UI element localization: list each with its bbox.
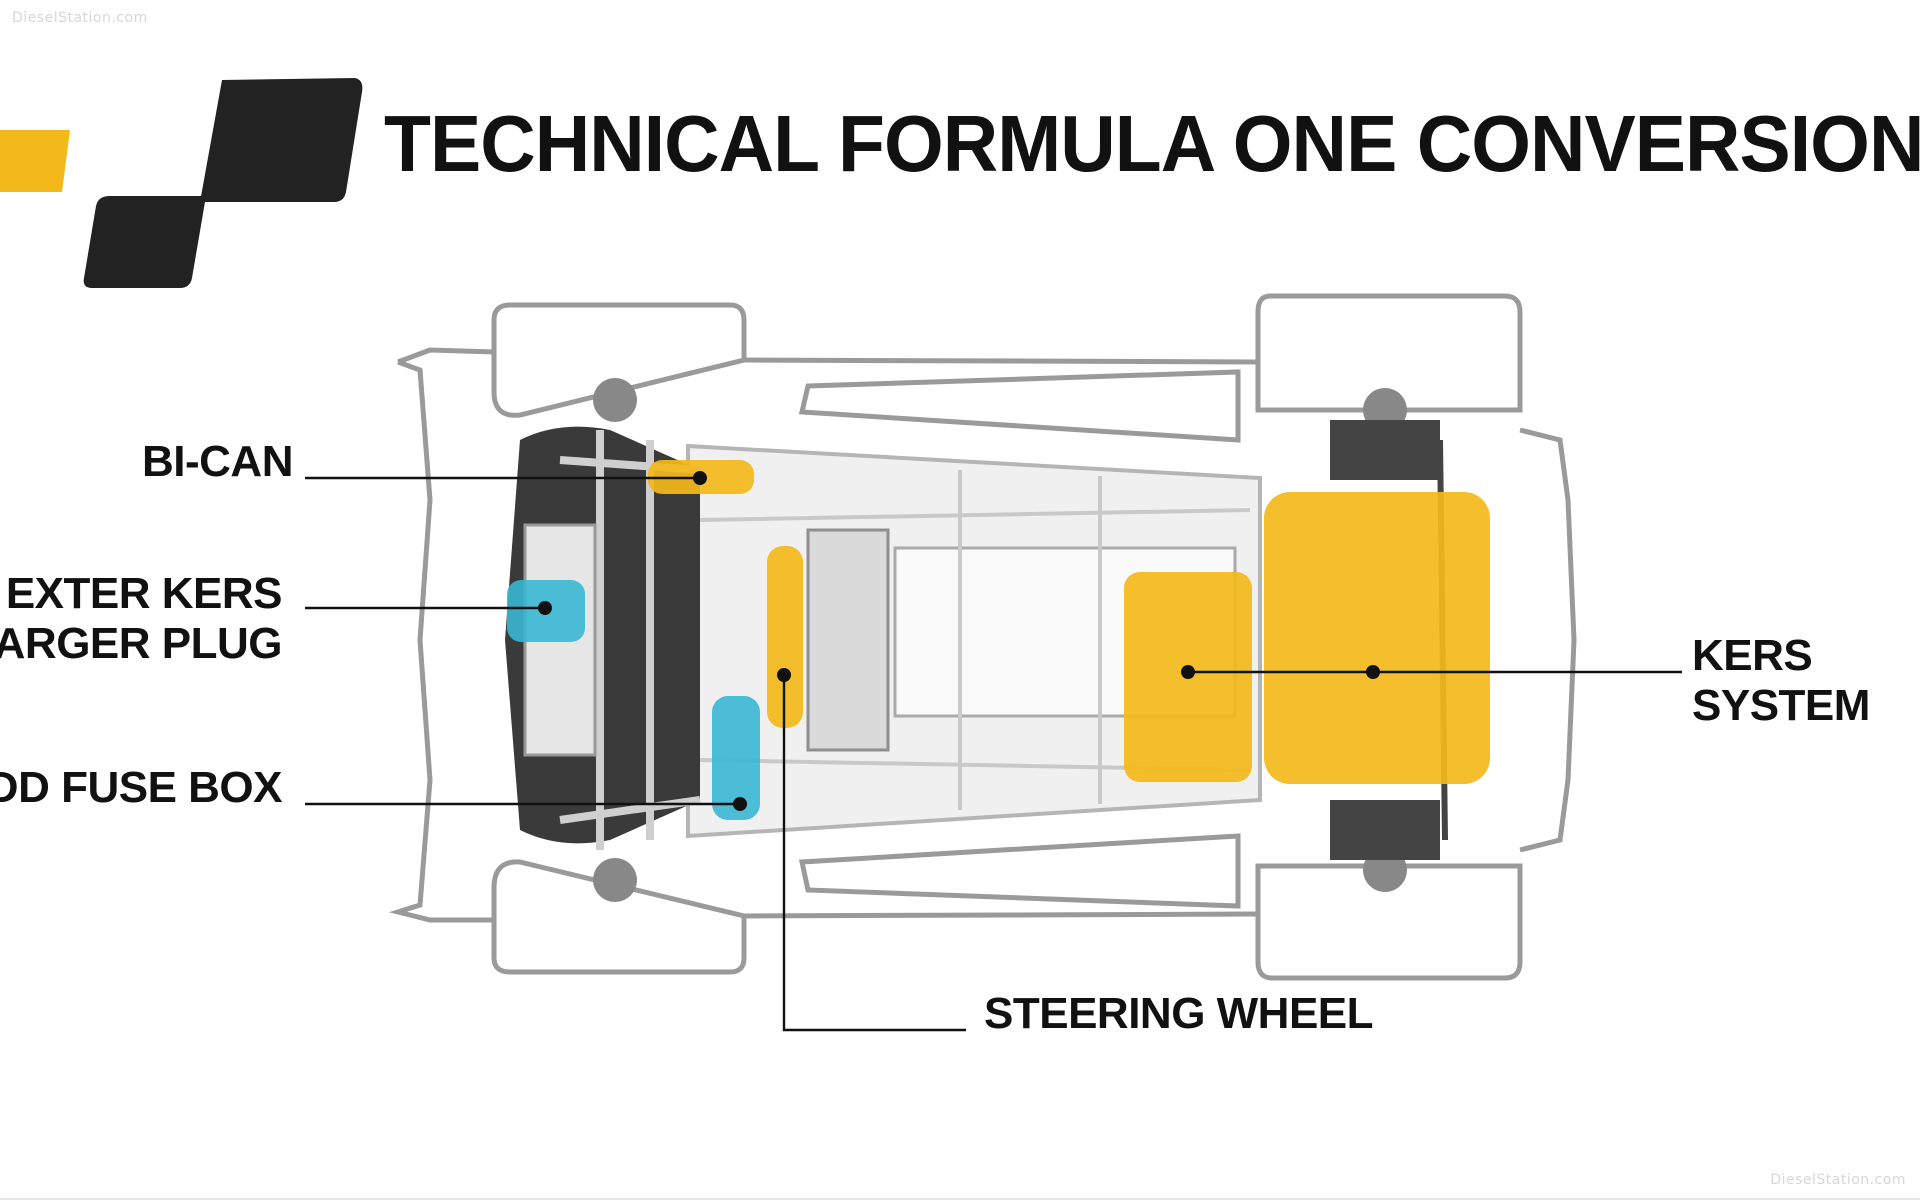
side-pod-lower (798, 833, 1241, 909)
logo-dark-upper (200, 78, 363, 202)
bottom-border (0, 1198, 1920, 1200)
label-kers-line1: KERS (1692, 631, 1813, 680)
label-steering-wheel: STEERING WHEEL (984, 989, 1374, 1038)
brand-logo (0, 78, 363, 288)
label-fuse-box: ADD FUSE BOX (0, 763, 283, 812)
body-lower-edge (743, 911, 1259, 919)
dot-kers-large (1366, 665, 1380, 679)
kers-large-highlight (1264, 492, 1490, 784)
hub-front-right (593, 858, 637, 902)
page-title: TECHNICAL FORMULA ONE CONVERSION (384, 99, 1920, 188)
dot-exter-kers (538, 601, 552, 615)
leader-steering (782, 675, 966, 1032)
hub-front-left (593, 378, 637, 422)
label-exter-kers-line1: EXTER KERS (5, 569, 283, 618)
logo-yellow-block (0, 130, 70, 192)
watermark-top: DieselStation.com (12, 10, 148, 26)
component-highlights (507, 460, 1490, 820)
label-bi-can: BI-CAN (142, 437, 293, 486)
wheel-front-left (491, 302, 747, 418)
frame-rail-top (699, 508, 1251, 522)
radiator (806, 528, 890, 752)
steering-highlight (767, 546, 803, 728)
dot-steering (777, 668, 791, 682)
label-exter-kers-line2: CHARGER PLUG (0, 619, 282, 668)
wheel-front-right (491, 859, 747, 975)
watermark-bottom: DieselStation.com (1770, 1172, 1906, 1188)
side-pod-upper (798, 369, 1241, 443)
rear-body (1519, 427, 1577, 853)
front-frame-tubes (559, 430, 701, 850)
rear-suspension-right (1330, 800, 1440, 860)
dot-bi-can (693, 471, 707, 485)
wheel-rear-left (1255, 293, 1523, 413)
dot-fuse-box (733, 797, 747, 811)
dot-kers-small (1181, 665, 1195, 679)
fuse-box-highlight (712, 696, 760, 820)
body-upper-edge (743, 357, 1259, 365)
wheel-rear-right (1255, 863, 1523, 981)
leader-dots (538, 471, 1380, 811)
rear-suspension-left (1330, 420, 1440, 480)
label-kers-line2: SYSTEM (1692, 681, 1870, 730)
front-wing (388, 347, 496, 923)
leader-lines (305, 476, 1682, 1032)
chassis-outline (388, 293, 1577, 981)
logo-dark-lower (83, 196, 206, 288)
